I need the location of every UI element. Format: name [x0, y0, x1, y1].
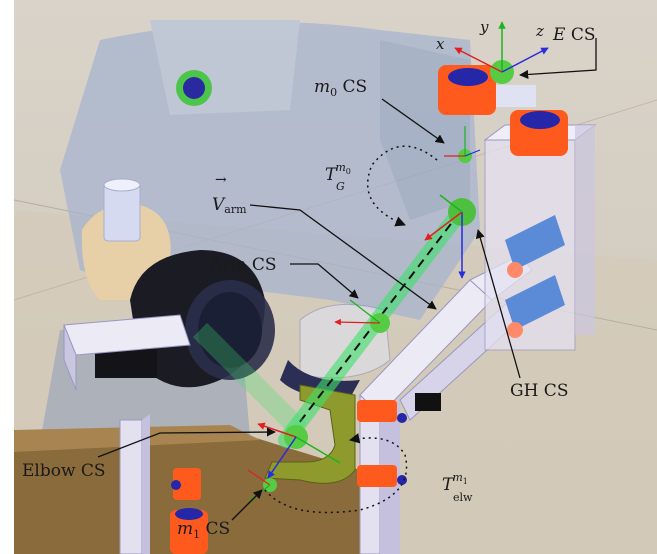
transform-arcs: [264, 145, 438, 514]
label-tg-sub: G: [336, 180, 345, 193]
axis-y-label: y: [479, 18, 489, 36]
annotation-labels: E CS m0 CS Tm0 G → Varm Arm CS GH CS Elb…: [22, 25, 595, 541]
label-arm-cs: Arm CS: [209, 255, 277, 275]
label-m0-cs: m0 CS: [314, 77, 367, 99]
label-v-arm: Varm: [212, 195, 247, 216]
callout-lines: [97, 38, 597, 521]
blue-posts: [505, 215, 565, 338]
axis-z-label: z: [535, 22, 544, 40]
label-m1-cs: m1 CS: [177, 519, 230, 541]
robot-frame-left: [63, 314, 191, 554]
axis-x-label: x: [436, 35, 445, 53]
label-v-arrow: →: [215, 172, 227, 188]
axis-labels: x y z: [436, 18, 544, 53]
label-telw-m1: Tm1: [442, 471, 468, 495]
label-tg-m0: Tm0: [325, 161, 351, 185]
shoulder-marker: [176, 70, 212, 106]
cs-markers: [247, 21, 549, 501]
label-elbow-cs: Elbow CS: [22, 461, 106, 481]
label-gh-cs: GH CS: [510, 381, 568, 401]
label-e-cs: E CS: [552, 25, 595, 45]
robot-joints: [170, 65, 568, 554]
label-telw-sub: elw: [453, 491, 473, 504]
